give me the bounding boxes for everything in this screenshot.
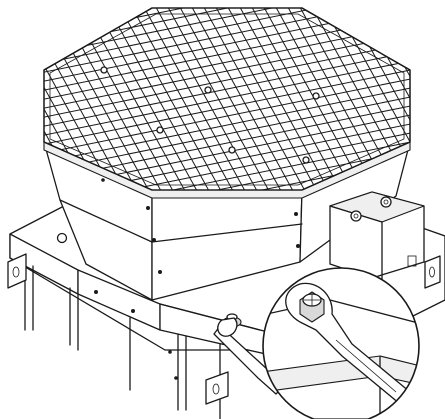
terminal-box (329, 191, 425, 281)
grille-bar (0, 0, 34, 200)
mounting-bracket (205, 371, 229, 405)
grille-bar (211, 8, 323, 190)
mounting-bracket (424, 255, 441, 289)
grille-bar (0, 0, 10, 200)
grille-bar (139, 8, 251, 190)
grille-bar (0, 0, 22, 200)
grille-bar (319, 8, 410, 190)
grille-bar (44, 125, 410, 190)
grille-bar (199, 8, 311, 190)
mounting-bracket (7, 253, 27, 289)
grille-bar (44, 8, 410, 82)
grille-bar (235, 8, 347, 190)
protective-grille (0, 0, 445, 200)
grille-bar (44, 35, 410, 127)
magnifier-circle-icon (262, 267, 420, 419)
grille-bar (103, 8, 215, 190)
grille-bar (187, 8, 299, 190)
grille-bar (416, 0, 445, 200)
grille-bar (44, 44, 410, 136)
grille-bar (91, 8, 203, 190)
grille-bar (223, 8, 335, 190)
grille-bar (44, 8, 47, 190)
wrench-icon (213, 317, 283, 395)
grille-bar (44, 53, 410, 145)
grille-bar (428, 0, 445, 200)
grille-bar (44, 134, 410, 190)
grille-bar (175, 8, 287, 190)
grille-bar (44, 71, 410, 163)
grille-bar (44, 116, 410, 190)
grille-bar (440, 0, 445, 200)
grille-bar (44, 8, 410, 73)
grille-bar (44, 62, 410, 154)
